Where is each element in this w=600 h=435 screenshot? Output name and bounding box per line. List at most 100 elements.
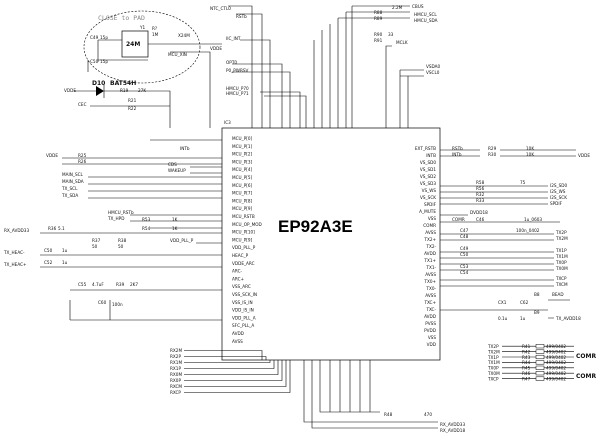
left-pin-name: VSS_SCK_IN xyxy=(232,292,257,297)
left-pin-name: VDD_PLL_A xyxy=(232,315,256,320)
misc-r39v: 2K7 xyxy=(130,282,138,287)
right-net-sd0: I2S_SD0 xyxy=(550,183,568,188)
right-net-r32: R32 xyxy=(476,192,485,197)
bottom-net-wire xyxy=(184,356,267,360)
left-pin-name: MCU_P[0] xyxy=(232,136,253,141)
misc-c52: C52 xyxy=(44,260,53,265)
misc-c60: C60 xyxy=(98,300,107,305)
misc-c55: C55 xyxy=(78,282,87,287)
right-pin-name: TX0- xyxy=(425,286,436,291)
top-net-cbus: CBUS xyxy=(412,4,424,9)
bottom-net-470: 470 xyxy=(424,412,432,417)
left-net-mscl: MAIN_SCL xyxy=(62,172,84,177)
top-net-iicint: IIC_INT xyxy=(226,36,241,41)
left-pin-name: AVSS xyxy=(232,339,243,344)
right-net-r33: R33 xyxy=(476,198,485,203)
right-pin-name: TX2- xyxy=(425,244,436,249)
comr-value: 499/0402 xyxy=(546,366,566,371)
right-net-1u: 1u xyxy=(520,316,526,321)
right-net-b8: B8 xyxy=(534,292,540,297)
diode-r2: R21 xyxy=(128,98,137,103)
right-net-c53: C53 xyxy=(460,264,469,269)
right-net-r56: R56 xyxy=(476,186,485,191)
top-net-p71: HMCU_P71 xyxy=(226,91,249,96)
bottom-bus-wires xyxy=(303,360,438,429)
left-net-vddpll: VDD_PLL_P xyxy=(170,238,194,243)
right-net-c46: C46 xyxy=(476,217,485,222)
right-net-bead: BEAD xyxy=(552,292,564,297)
left-net-txsda: TX_SDA xyxy=(61,193,78,198)
right-pin-name: AVSS xyxy=(425,272,436,277)
comr-label-b: COMR xyxy=(576,373,596,380)
diode-ref: D10 xyxy=(92,80,105,87)
right-pin-name: EXT_RSTB xyxy=(415,146,436,151)
comr-ref: R45 xyxy=(522,366,531,371)
left-pin-group: MCU_P[0]MCU_P[1]MCU_P[2]MCU_P[3]MCU_P[4]… xyxy=(232,136,262,344)
crystal-xin: MCU_XIN xyxy=(168,52,187,57)
left-pin-name: VDDE_ARC xyxy=(232,261,255,266)
left-pin-name: MCU_P[8] xyxy=(232,198,253,203)
top-net-opt0: OPT0 xyxy=(226,60,237,65)
right-pin-name: TX1- xyxy=(425,265,436,270)
left-net-cds: CDS xyxy=(168,162,177,167)
comr-net: TX2P xyxy=(487,344,499,349)
top-net-rstb: RSTb xyxy=(236,14,247,19)
right-net-r29: R29 xyxy=(488,146,497,151)
left-pin-name: SFC_PLL_A xyxy=(232,323,254,328)
right-net-tx1p: TX1P xyxy=(555,248,567,253)
right-net-01u: 0.1u xyxy=(498,316,508,321)
crystal-xout: X24M xyxy=(178,33,190,38)
bottom-net-wire xyxy=(184,360,287,387)
diode-net2: CEC xyxy=(78,102,87,107)
comr-ref: R44 xyxy=(522,360,531,365)
top-net-hscl: HMCU_SCL xyxy=(414,12,437,17)
right-pin-name: VSS xyxy=(428,216,437,221)
crystal-r: R? xyxy=(152,26,157,31)
left-pin-name: MCU_OP_MOD xyxy=(232,222,262,227)
left-pin-name: ARC+ xyxy=(232,276,244,281)
top-net-r90: R90 xyxy=(374,32,383,37)
right-pin-name: VS_SD3 xyxy=(420,181,436,186)
right-net-sck: I2S_SCK xyxy=(550,195,567,200)
crystal-ref: Y1 xyxy=(139,25,146,30)
left-pin-name: MCU_P[9] xyxy=(232,237,253,242)
left-net-wakeup: WAKEUP xyxy=(168,168,186,173)
left-net-r25: R25 xyxy=(78,153,87,158)
right-pin-name: VS_SD0 xyxy=(420,160,436,165)
diode-part: BAT54H xyxy=(110,80,136,87)
bottom-net-label: RX0P xyxy=(170,378,181,383)
top-net-2.2m: 2.2M xyxy=(392,5,403,10)
diode-r: R19 xyxy=(120,88,129,93)
diode-r3: R22 xyxy=(128,106,137,111)
bottom-net-label: RX2P xyxy=(170,354,181,359)
top-net-mclk: MCLK xyxy=(396,40,408,45)
right-net-cx1: CX1 xyxy=(498,300,507,305)
left-pin-name: ARC- xyxy=(232,269,242,274)
top-net-p0pwrsv: P0_PWRSV xyxy=(226,68,249,73)
left-pin-name: MCU_P[2] xyxy=(232,152,253,157)
right-net-10k-a: 10K xyxy=(526,146,534,151)
crystal-c1: C49 xyxy=(90,35,99,40)
right-pin-name: COMR xyxy=(423,223,436,228)
bottom-net-label: RX2M xyxy=(170,348,182,353)
top-net-r89: R89 xyxy=(374,16,383,21)
ic-body xyxy=(221,127,441,361)
chip-part-number: EP92A3E xyxy=(278,217,353,236)
right-net-dvdd18: DVDD18 xyxy=(470,210,488,215)
misc-r36v: 5.1 xyxy=(58,226,65,231)
crystal-c2: C50 xyxy=(90,59,99,64)
misc-r39: R39 xyxy=(116,282,125,287)
left-pin-name: AVDD xyxy=(232,331,244,336)
right-net-75: 75 xyxy=(520,180,526,185)
comr-resistor xyxy=(535,371,545,376)
bottom-net-wire xyxy=(184,360,283,381)
left-pin-name: MCU_P[4] xyxy=(232,167,253,172)
left-net-r54: R54 xyxy=(142,226,151,231)
right-pin-name: AVDD xyxy=(424,251,436,256)
right-net-c49: C49 xyxy=(460,246,469,251)
left-pin-name: MCU_P[7] xyxy=(232,191,253,196)
left-pin-name: MCU_P[9] xyxy=(232,206,253,211)
